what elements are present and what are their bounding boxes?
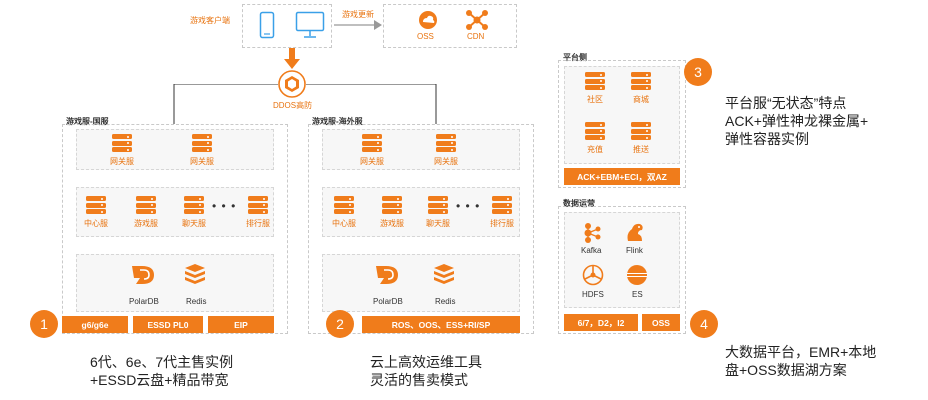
panel-cn-polardb-label: PolarDB: [129, 297, 159, 306]
panel-os-game: 游戏服: [372, 196, 412, 229]
server-icon: [631, 72, 651, 92]
hdfs-label: HDFS: [582, 290, 604, 299]
server-icon: [382, 196, 402, 216]
server-icon: [631, 122, 651, 142]
server-icon: [112, 134, 132, 154]
down-arrow: [284, 48, 300, 69]
panel-os-redis-label: Redis: [435, 297, 456, 306]
ddos-shield-icon: [278, 70, 306, 98]
panel-cn-gateway-2: 网关服: [182, 134, 222, 167]
platform-recharge: 充值: [575, 122, 615, 155]
polardb-icon: [132, 266, 154, 284]
cdn-icon: [466, 10, 488, 30]
client-label: 游戏客户端: [190, 16, 230, 25]
panel-os-polardb-label: PolarDB: [373, 297, 403, 306]
panel-cn-db-row: [76, 254, 274, 312]
panel-os-desc: 云上高效运维工具 灵活的售卖模式: [370, 354, 482, 388]
server-icon: [428, 196, 448, 216]
polardb-icon: [376, 266, 398, 284]
panel-os-gateway-row: [322, 129, 520, 170]
platform-community: 社区: [575, 72, 615, 105]
oss-label: OSS: [417, 32, 434, 41]
panel-os-dots: • • •: [456, 199, 481, 213]
panel-os-service-row: [322, 187, 520, 237]
server-icon: [492, 196, 512, 216]
server-icon: [585, 72, 605, 92]
panel-cn-center: 中心服: [76, 196, 116, 229]
monitor-icon: [295, 11, 325, 38]
platform-bar: ACK+EBM+ECI，双AZ: [564, 168, 680, 185]
update-box: OSS CDN: [383, 4, 517, 48]
panel-os-chat: 聊天服: [418, 196, 458, 229]
panel-cn-game: 游戏服: [126, 196, 166, 229]
platform-desc: 平台服“无状态”特点 ACK+弹性神龙裸金属+ 弹性容器实例: [725, 95, 869, 147]
panel-os-title: 游戏服-海外服: [312, 117, 363, 126]
panel-cn-bar-instance: g6/g6e: [62, 316, 128, 333]
server-icon: [248, 196, 268, 216]
panel-cn-desc: 6代、6e、7代主售实例 +ESSD云盘+精品带宽: [90, 354, 234, 388]
panel-cn-title: 游戏服-国服: [66, 117, 109, 126]
ddos-connector: [173, 84, 437, 124]
step-3-badge: 3: [684, 58, 712, 86]
panel-cn-redis-label: Redis: [186, 297, 207, 306]
platform-push: 推送: [621, 122, 661, 155]
server-icon: [362, 134, 382, 154]
server-icon: [585, 122, 605, 142]
server-icon: [192, 134, 212, 154]
panel-cn-rank: 排行服: [238, 196, 278, 229]
es-label: ES: [632, 290, 643, 299]
redis-icon: [434, 264, 454, 284]
oss-icon: [419, 11, 437, 29]
dataops-bar-instance: 6/7，D2，I2: [564, 314, 638, 331]
dataops-desc: 大数据平台，EMR+本地 盘+OSS数据湖方案: [725, 344, 877, 378]
server-icon: [436, 134, 456, 154]
dataops-panel: [558, 206, 686, 334]
panel-cn-gateway-row: [76, 129, 274, 170]
panel-os-gateway-2: 网关服: [426, 134, 466, 167]
step-1-badge: 1: [30, 310, 58, 338]
panel-os-db-row: [322, 254, 520, 312]
kafka-label: Kafka: [581, 246, 602, 255]
phone-icon: [259, 11, 275, 39]
flink-label: Flink: [626, 246, 643, 255]
server-icon: [184, 196, 204, 216]
server-icon: [334, 196, 354, 216]
platform-inner: [564, 66, 680, 164]
cdn-label: CDN: [467, 32, 485, 41]
panel-cn-service-row: [76, 187, 274, 237]
platform-title: 平台侧: [563, 53, 587, 62]
panel-os: [308, 124, 534, 334]
dataops-bar-oss: OSS: [642, 314, 680, 331]
platform-mall: 商城: [621, 72, 661, 105]
update-arrow: [334, 20, 382, 30]
panel-cn-chat: 聊天服: [174, 196, 214, 229]
panel-cn-bar-essd: ESSD PL0: [133, 316, 203, 333]
panel-os-gateway-1: 网关服: [352, 134, 392, 167]
server-icon: [86, 196, 106, 216]
client-box: [242, 4, 332, 48]
panel-os-center: 中心服: [324, 196, 364, 229]
update-label: 游戏更新: [342, 10, 374, 19]
dataops-title: 数据运营: [563, 199, 595, 208]
panel-cn-gateway-1: 网关服: [102, 134, 142, 167]
flink-icon: [627, 223, 643, 241]
kafka-icon: [584, 223, 601, 243]
step-4-badge: 4: [690, 310, 718, 338]
es-icon: [627, 265, 647, 285]
server-icon: [136, 196, 156, 216]
panel-cn-bar-eip: EIP: [208, 316, 274, 333]
panel-os-bar-ops: ROS、OOS、ESS+RI/SP: [362, 316, 520, 333]
panel-cn-dots: • • •: [212, 199, 237, 213]
ddos-label: DDOS高防: [273, 101, 313, 110]
redis-icon: [185, 264, 205, 284]
step-2-badge: 2: [326, 310, 354, 338]
hdfs-icon: [582, 264, 604, 286]
dataops-inner: [564, 212, 680, 308]
panel-cn: [62, 124, 288, 334]
panel-os-rank: 排行服: [482, 196, 522, 229]
platform-panel: [558, 60, 686, 188]
